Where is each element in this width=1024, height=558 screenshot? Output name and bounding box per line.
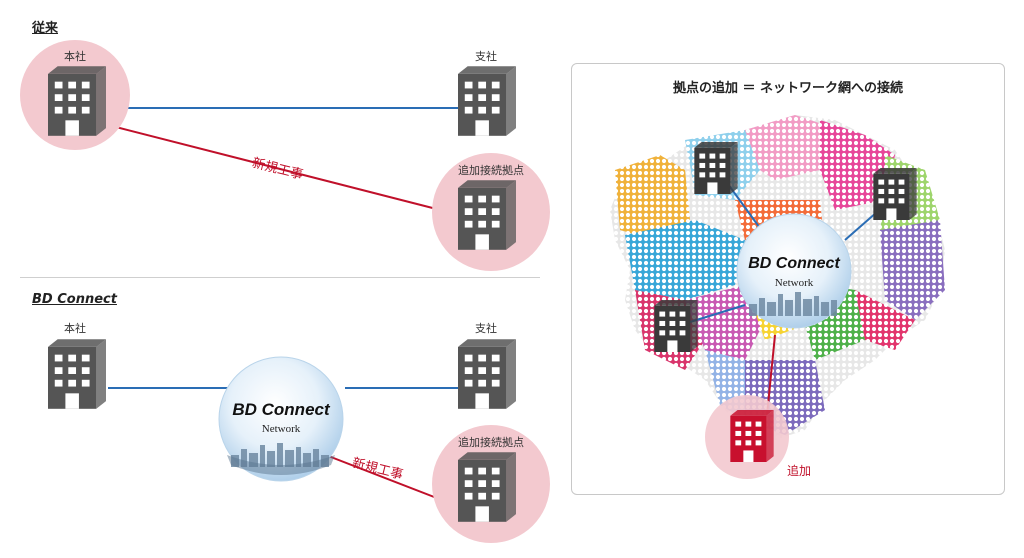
network-brand-label: BD Connect — [748, 255, 840, 272]
building-icon — [458, 339, 516, 409]
building-icon — [458, 452, 516, 522]
globe-icon — [218, 356, 344, 482]
network-sub-label: Network — [261, 423, 301, 435]
building-icon — [458, 66, 516, 136]
hq-label: 本社 — [64, 322, 86, 335]
hq-label: 本社 — [64, 50, 86, 63]
building-icon — [694, 142, 738, 194]
building-icon — [873, 168, 917, 220]
section-title-conventional: 従来 — [32, 21, 59, 36]
building-icon — [458, 180, 516, 250]
building-icon — [48, 339, 106, 409]
building-icon — [730, 410, 774, 462]
network-sub-label: Network — [774, 277, 814, 289]
section-divider — [20, 277, 540, 278]
branch-label: 支社 — [475, 322, 497, 335]
branch-label: 支社 — [475, 50, 497, 63]
added-label: 追加 — [787, 464, 812, 478]
added-site-label: 追加接続拠点 — [458, 436, 524, 449]
building-icon — [654, 300, 698, 352]
network-brand-label: BD Connect — [232, 400, 330, 419]
building-icon — [48, 66, 106, 136]
city-skyline-icon — [749, 292, 837, 316]
added-site-label: 追加接続拠点 — [458, 164, 524, 177]
panel-title: 拠点の追加 ＝ ネットワーク網への接続 — [672, 81, 904, 96]
section-title-bd-connect: BD Connect — [32, 292, 117, 307]
conventional-connection-lines — [107, 107, 461, 216]
globe-icon — [736, 213, 852, 329]
